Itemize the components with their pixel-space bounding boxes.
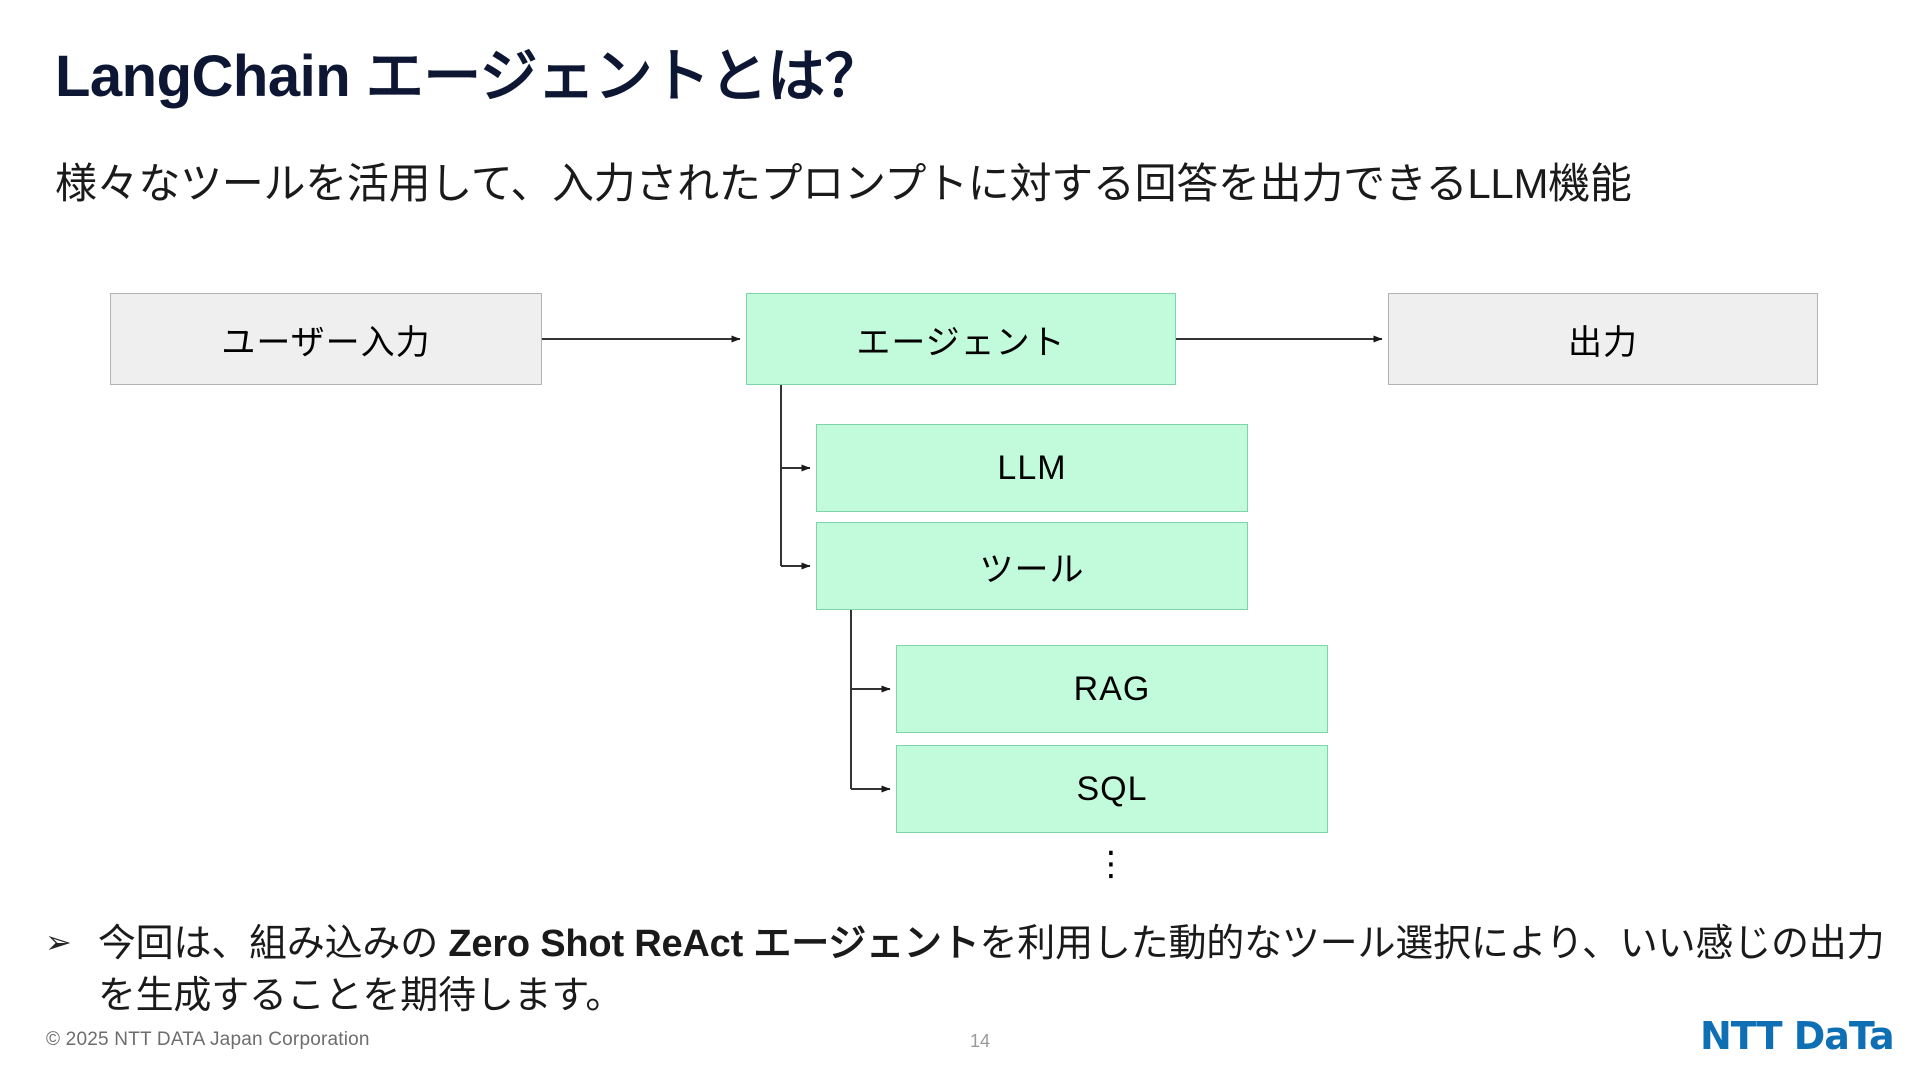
diagram-node-rag[interactable]: RAG [896, 645, 1328, 733]
diagram-node-agent[interactable]: エージェント [746, 293, 1176, 385]
footer-page-number: 14 [969, 1031, 991, 1051]
bullet-arrow-icon: ➢ [45, 924, 72, 960]
footer-copyright: © 2025 NTT DATA Japan Corporation [46, 1029, 370, 1050]
diagram-node-output[interactable]: 出力 [1388, 293, 1818, 385]
diagram-node-user-input[interactable]: ユーザー入力 [110, 293, 542, 385]
diagram-node-llm[interactable]: LLM [816, 424, 1248, 512]
diagram-node-tool[interactable]: ツール [816, 522, 1248, 610]
bullet-text: 今回は、組み込みの Zero Shot ReAct エージェントを利用した動的な… [98, 918, 1895, 1023]
page-title: LangChain エージェントとは？ [55, 44, 883, 109]
vertical-ellipsis-icon: ⋮ [1094, 845, 1128, 883]
nttdata-logo: NTT DaTa [1700, 1014, 1895, 1058]
bullet-list-item: ➢ 今回は、組み込みの Zero Shot ReAct エージェントを利用した動… [45, 918, 1895, 1023]
bullet-segment-suffix: を利用した動的なツール選択により、いい感じの出力を生成することを期待します。 [97, 923, 1885, 1018]
bullet-segment-prefix: 今回は、組み込みの [97, 923, 449, 965]
bullet-segment-emphasis: Zero Shot ReAct エージェント [448, 923, 980, 965]
diagram-node-sql[interactable]: SQL [896, 745, 1328, 833]
page-subtitle: 様々なツールを活用して、入力されたプロンプトに対する回答を出力できるLLM機能 [55, 160, 1632, 207]
